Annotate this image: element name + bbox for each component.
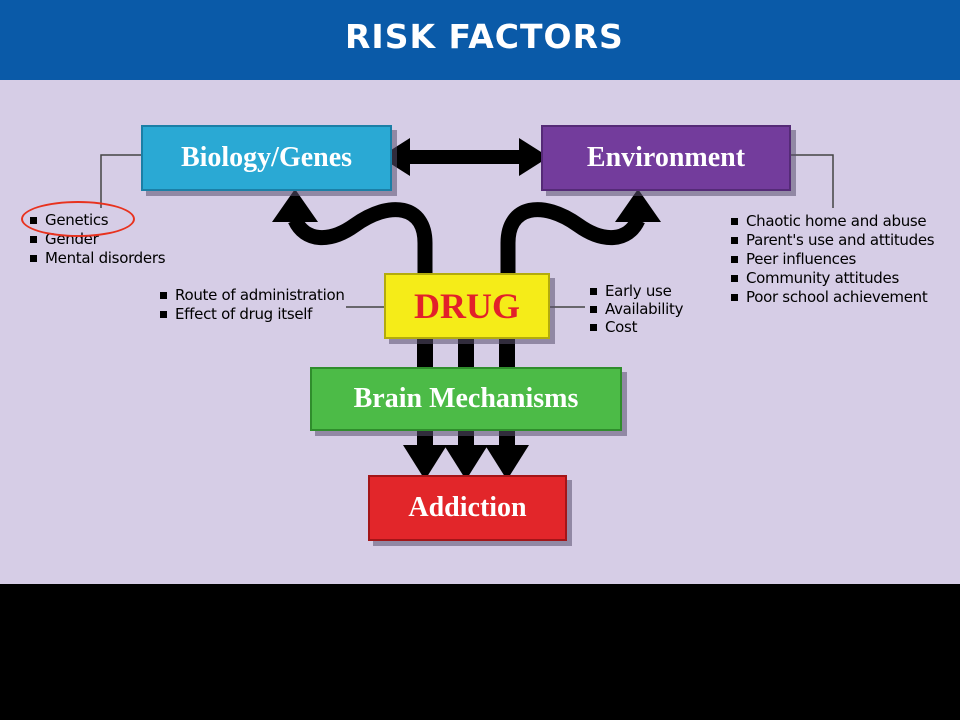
environment-box: Environment — [541, 125, 791, 191]
drug-to-brain-shaft-left — [417, 335, 433, 367]
list-item: Availability — [588, 300, 683, 318]
drug-to-brain-shaft-right — [499, 335, 515, 367]
list-item: Cost — [588, 318, 683, 336]
brain-to-addiction-shaft-right — [499, 427, 515, 447]
list-item: Mental disorders — [28, 249, 166, 268]
environment-factors-list: Chaotic home and abuse Parent's use and … — [729, 212, 935, 307]
brain-to-addiction-shaft-middle — [458, 427, 474, 447]
biology-bracket-line — [100, 154, 141, 208]
diagram-connectors — [100, 138, 834, 480]
brain-to-addiction-shaft-left — [417, 427, 433, 447]
bio-env-arrowhead-left — [380, 138, 410, 176]
drug-to-biology-curve — [288, 202, 433, 273]
list-item: Poor school achievement — [729, 288, 934, 307]
slide: RISK FACTORS Biology/Genes Environment D… — [0, 0, 960, 584]
list-item: Parent's use and attitudes — [729, 231, 935, 250]
drug-to-brain-shaft-middle — [458, 335, 474, 367]
drug-box: DRUG — [384, 273, 550, 339]
list-item: Community attitudes — [729, 269, 934, 288]
slide-title: RISK FACTORS — [345, 17, 624, 56]
list-item: Route of administration — [158, 286, 345, 305]
drug-right-factors-list: Early use Availability Cost — [588, 282, 683, 336]
brain-to-addiction-arrowhead-middle — [444, 445, 488, 480]
drug-to-environment-curve — [500, 202, 645, 273]
list-item: Early use — [588, 282, 683, 300]
bio-env-arrowhead-right — [519, 138, 549, 176]
drug-to-environment-arrowhead — [615, 189, 661, 222]
brain-mechanisms-box: Brain Mechanisms — [310, 367, 622, 431]
list-item: Chaotic home and abuse — [729, 212, 934, 231]
environment-bracket-line — [788, 154, 834, 208]
header-bar: RISK FACTORS — [0, 0, 960, 80]
brain-to-addiction-arrowhead-right — [485, 445, 529, 480]
list-item: Peer influences — [729, 250, 934, 269]
biology-genes-box: Biology/Genes — [141, 125, 392, 191]
drug-to-biology-arrowhead — [272, 189, 318, 222]
genetics-highlight-circle — [21, 201, 135, 237]
drug-left-factors-list: Route of administration Effect of drug i… — [158, 286, 345, 324]
brain-to-addiction-arrowhead-left — [403, 445, 447, 480]
addiction-box: Addiction — [368, 475, 567, 541]
list-item: Effect of drug itself — [158, 305, 345, 324]
